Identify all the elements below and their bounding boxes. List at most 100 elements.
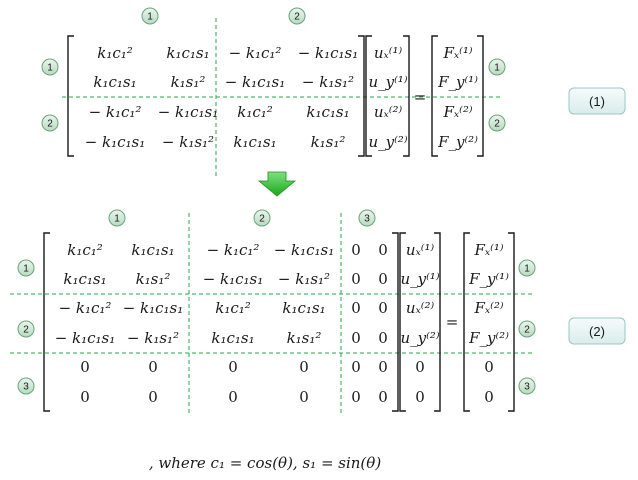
- eq2-matrix-cell-r1-c3: − k₁c₁²: [207, 241, 260, 259]
- eq2-matrix-cell-r1-c5: 0: [351, 241, 361, 259]
- eq2-u-vector-cell-5: 0: [415, 358, 425, 376]
- eq1-matrix-cell-r4-c2: − k₁s₁²: [162, 133, 214, 151]
- eq2-matrix-cell-r2-c2: k₁s₁²: [136, 270, 171, 288]
- eq1-f-vector-cell-1: Fₓ⁽¹⁾: [442, 44, 472, 62]
- eq2-u-vector-cell-3: uₓ⁽²⁾: [406, 299, 435, 317]
- eq1-row-badge-left-2: 2: [41, 114, 59, 132]
- where-clause: , where c₁ = cos(θ), s₁ = sin(θ): [149, 454, 382, 472]
- eq2-f-vector-cell-6: 0: [484, 388, 494, 406]
- eq2-matrix-cell-r5-c2: 0: [148, 358, 158, 376]
- eq1-column-badge-2: 2: [288, 7, 306, 25]
- eq2-matrix-cell-r4-c5: 0: [351, 329, 361, 347]
- eq2-column-badge-1: 1: [108, 209, 126, 227]
- eq2-u-left-bracket: [399, 232, 406, 412]
- eq1-f-vector-cell-3: Fₓ⁽²⁾: [442, 103, 472, 121]
- eq1-number-label: (1): [568, 87, 626, 115]
- eq2-f-vector-cell-4: F_y⁽²⁾: [468, 329, 509, 347]
- eq2-matrix-cell-r2-c4: − k₁s₁²: [278, 270, 330, 288]
- eq1-u-vector-cell-4: u_y⁽²⁾: [368, 133, 407, 151]
- badge-label: 3: [364, 214, 370, 225]
- eq2-matrix-cell-r4-c3: k₁c₁s₁: [211, 329, 254, 347]
- eq2-matrix-cell-r3-c1: − k₁c₁²: [59, 299, 112, 317]
- eq2-matrix-cell-r4-c1: − k₁c₁s₁: [55, 329, 116, 347]
- eq2-column-badge-2: 2: [253, 209, 271, 227]
- eq2-number-text: (2): [589, 324, 605, 339]
- eq2-matrix-left-bracket: [43, 232, 50, 412]
- eq2-matrix-cell-r3-c2: − k₁c₁s₁: [123, 299, 184, 317]
- eq2-f-vector-cell-5: 0: [484, 358, 494, 376]
- eq2-matrix-cell-r1-c4: − k₁c₁s₁: [274, 241, 335, 259]
- eq2-matrix-cell-r2-c3: − k₁c₁s₁: [203, 270, 264, 288]
- eq2-matrix-cell-r3-c6: 0: [378, 299, 388, 317]
- eq2-matrix-cell-r1-c6: 0: [378, 241, 388, 259]
- eq2-matrix-cell-r5-c1: 0: [80, 358, 90, 376]
- eq2-matrix-cell-r6-c4: 0: [299, 388, 309, 406]
- eq1-matrix-cell-r2-c3: − k₁c₁s₁: [225, 73, 286, 91]
- eq2-row-badge-left-2: 2: [17, 320, 35, 338]
- down-arrow-icon: [257, 171, 297, 197]
- eq1-matrix-cell-r1-c4: − k₁c₁s₁: [298, 44, 359, 62]
- eq1-f-left-bracket: [431, 35, 438, 157]
- eq1-matrix-cell-r3-c3: k₁c₁²: [237, 103, 273, 121]
- eq2-matrix-cell-r3-c5: 0: [351, 299, 361, 317]
- eq2-matrix-cell-r4-c4: k₁s₁²: [287, 329, 322, 347]
- eq2-row-badge-left-3: 3: [17, 377, 35, 395]
- eq1-matrix-left-bracket: [67, 35, 74, 157]
- eq2-row-badge-right-2: 2: [518, 320, 536, 338]
- eq2-equals-sign: =: [446, 313, 459, 331]
- eq2-u-vector-cell-4: u_y⁽²⁾: [400, 329, 439, 347]
- badge-label: 2: [47, 119, 53, 130]
- eq1-u-vector-cell-1: uₓ⁽¹⁾: [374, 44, 403, 62]
- eq1-u-vector-cell-3: uₓ⁽²⁾: [374, 103, 403, 121]
- eq2-row-badge-right-1: 1: [518, 259, 536, 277]
- eq2-matrix-cell-r5-c5: 0: [351, 358, 361, 376]
- eq2-f-vector-cell-2: F_y⁽¹⁾: [468, 270, 509, 288]
- eq2-number-label: (2): [568, 317, 626, 345]
- eq2-matrix-cell-r5-c3: 0: [228, 358, 238, 376]
- eq1-matrix-cell-r2-c1: k₁c₁s₁: [93, 73, 136, 91]
- eq2-matrix-cell-r2-c6: 0: [378, 270, 388, 288]
- eq1-matrix-cell-r3-c2: − k₁c₁s₁: [158, 103, 219, 121]
- eq2-u-vector-cell-2: u_y⁽¹⁾: [400, 270, 439, 288]
- eq2-matrix-cell-r6-c6: 0: [378, 388, 388, 406]
- eq2-matrix-cell-r5-c6: 0: [378, 358, 388, 376]
- eq2-column-badge-3: 3: [358, 209, 376, 227]
- eq2-f-right-bracket: [508, 232, 515, 412]
- badge-label: 2: [524, 325, 530, 336]
- eq2-matrix-cell-r1-c1: k₁c₁²: [67, 241, 103, 259]
- eq2-matrix-cell-r6-c1: 0: [80, 388, 90, 406]
- eq2-row-badge-right-3: 3: [518, 377, 536, 395]
- eq1-matrix-cell-r3-c4: k₁c₁s₁: [306, 103, 349, 121]
- eq1-matrix-cells: k₁c₁² k₁c₁s₁ − k₁c₁² − k₁c₁s₁ k₁c₁s₁ k₁s₁² − k…: [85, 44, 478, 151]
- eq1-matrix-right-bracket: [358, 35, 365, 157]
- eq1-column-badge-1: 1: [141, 7, 159, 25]
- eq2-matrix-cell-r4-c6: 0: [378, 329, 388, 347]
- eq2-matrix-cell-r6-c3: 0: [228, 388, 238, 406]
- badge-label: 1: [114, 214, 120, 225]
- badge-label: 3: [23, 382, 29, 393]
- eq1-f-right-bracket: [477, 35, 484, 157]
- eq1-matrix-cell-r2-c2: k₁s₁²: [171, 73, 206, 91]
- eq2-matrix-cell-r6-c5: 0: [351, 388, 361, 406]
- badge-label: 2: [494, 119, 500, 130]
- eq2-matrix-cell-r5-c4: 0: [299, 358, 309, 376]
- eq2-f-vector-cell-1: Fₓ⁽¹⁾: [473, 241, 503, 259]
- badge-label: 2: [259, 214, 265, 225]
- eq2-matrix-cell-r2-c1: k₁c₁s₁: [63, 270, 106, 288]
- badge-label: 3: [524, 382, 530, 393]
- eq2-f-vector-cell-3: Fₓ⁽²⁾: [473, 299, 503, 317]
- badge-label: 1: [524, 264, 530, 275]
- badge-label: 1: [494, 63, 500, 74]
- eq2-u-vector-cell-6: 0: [415, 388, 425, 406]
- eq2-u-vector-cell-1: uₓ⁽¹⁾: [406, 241, 435, 259]
- eq1-matrix-cell-r1-c3: − k₁c₁²: [229, 44, 282, 62]
- eq1-matrix-cell-r3-c1: − k₁c₁²: [89, 103, 142, 121]
- eq1-u-right-bracket: [403, 35, 410, 157]
- eq2-row-badge-left-1: 1: [17, 259, 35, 277]
- eq1-matrix-cell-r4-c4: k₁s₁²: [311, 133, 346, 151]
- eq1-equals-sign: =: [414, 88, 427, 106]
- eq1-row-badge-right-2: 2: [488, 114, 506, 132]
